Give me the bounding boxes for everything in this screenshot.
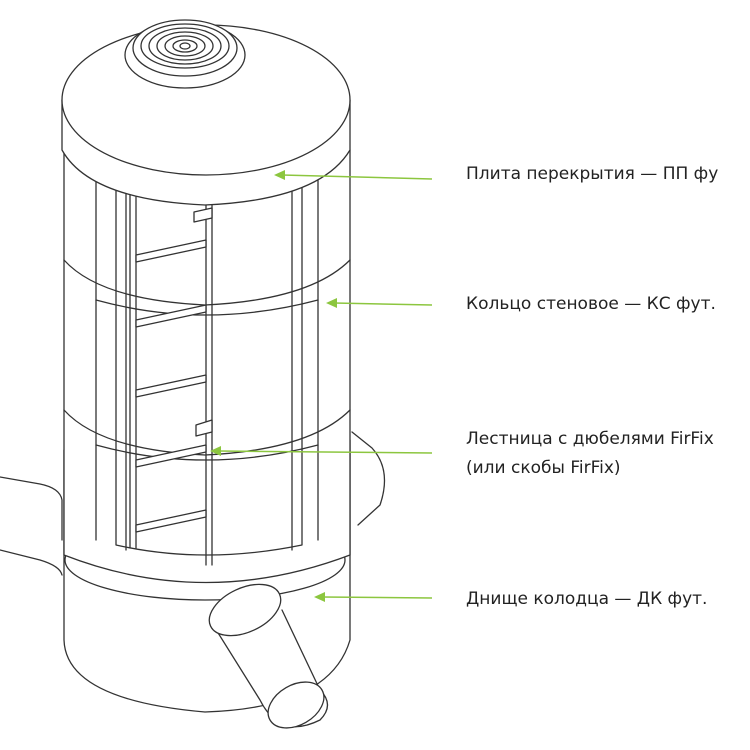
outlet-pipe-front xyxy=(208,583,329,729)
leader-base xyxy=(314,592,433,602)
ladder xyxy=(129,189,213,566)
manhole-hatch xyxy=(124,19,246,89)
label-wall-ring: Кольцо стеновое — КС фут. xyxy=(466,294,716,314)
label-ladder-note: (или скобы FirFix) xyxy=(466,458,621,478)
label-base: Днище колодца — ДК фут. xyxy=(466,589,708,609)
leader-ladder xyxy=(210,446,433,456)
label-cover-slab: Плита перекрытия — ПП фу xyxy=(466,164,719,184)
leader-wall-ring xyxy=(326,298,433,308)
outlet-pipe-left xyxy=(0,476,63,576)
leader-cover-slab xyxy=(274,170,433,180)
label-ladder: Лестница с дюбелями FirFix xyxy=(466,429,714,449)
inner-cavity xyxy=(115,184,303,556)
